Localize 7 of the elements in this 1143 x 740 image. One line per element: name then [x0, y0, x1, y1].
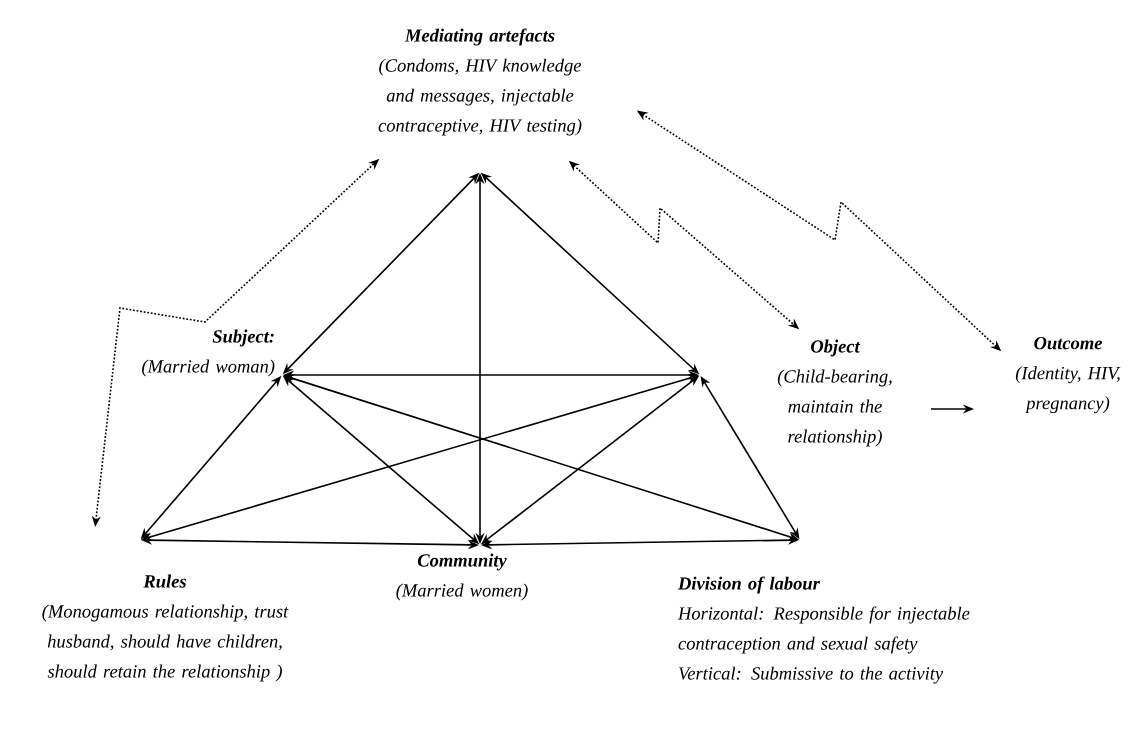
activity-label: Outcome (Identity, HIV, pregnancy)	[1015, 336, 1121, 414]
activity-label: Rules (Monogamous relationship, trust husband, should have children, should retain the relationship )	[42, 574, 289, 682]
activity-label: Object (Child-bearing, maintain the relationship)	[777, 339, 892, 447]
activity-label: Division of labour Horizontal: Responsible for injectable contraception and sexual safety Vertical: Submissive to the activity	[677, 576, 970, 684]
activity-label: Mediating artefacts (Condoms, HIV knowledge and messages, injectable contraceptive, HIV testing)	[378, 28, 582, 136]
activity-label: Community (Married women)	[396, 553, 528, 601]
activity-label: Subject: (Married woman)	[142, 329, 275, 377]
